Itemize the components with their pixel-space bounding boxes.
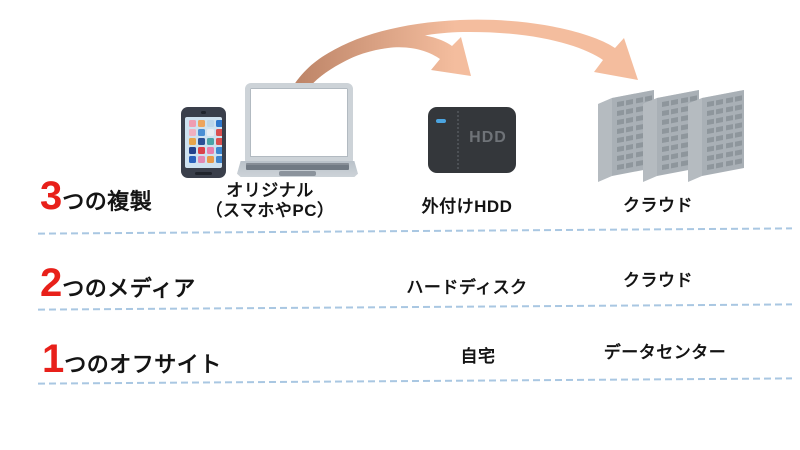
rule-number-2: 2 — [40, 261, 62, 305]
hdd-device-text: HDD — [469, 129, 507, 146]
laptop-base — [237, 161, 358, 177]
rule-label-media: つのメディア — [62, 276, 196, 301]
row-separator-1 — [38, 227, 792, 235]
original-label: オリジナル （スマホやPC） — [190, 181, 350, 221]
rule-row-media: 2 つのメディア — [40, 263, 196, 303]
hdd-seam-line — [457, 111, 459, 169]
phone-camera-dot — [201, 111, 206, 114]
media-cell-cloud: クラウド — [623, 271, 693, 290]
original-label-line1: オリジナル — [226, 181, 314, 200]
server-stack-icon — [598, 84, 748, 186]
phone-screen — [185, 117, 222, 168]
rule-row-copies: 3 つの複製 — [40, 176, 152, 216]
laptop-keyboard — [246, 163, 349, 170]
laptop-icon — [245, 83, 353, 162]
smartphone-icon — [181, 107, 226, 178]
phone-app-grid — [185, 117, 222, 163]
rule-label-offsite: つのオフサイト — [64, 352, 222, 377]
external-hdd-icon: HDD — [428, 107, 516, 173]
original-label-line2: （スマホやPC） — [205, 201, 335, 220]
rule-number-1: 1 — [42, 337, 64, 381]
phone-home-button — [195, 172, 212, 175]
rule-row-offsite: 1 つのオフサイト — [42, 339, 222, 379]
row-separator-2 — [38, 303, 792, 311]
offsite-cell-cloud: データセンター — [603, 343, 727, 362]
hdd-label: 外付けHDD — [421, 197, 513, 216]
rule-label-copies: つの複製 — [62, 189, 153, 214]
laptop-trackpad — [279, 171, 316, 176]
media-cell-hdd: ハードディスク — [406, 278, 528, 297]
offsite-cell-hdd: 自宅 — [460, 347, 496, 366]
cloud-label: クラウド — [623, 196, 693, 215]
hdd-led-indicator — [436, 119, 446, 123]
rule-number-3: 3 — [40, 174, 62, 218]
